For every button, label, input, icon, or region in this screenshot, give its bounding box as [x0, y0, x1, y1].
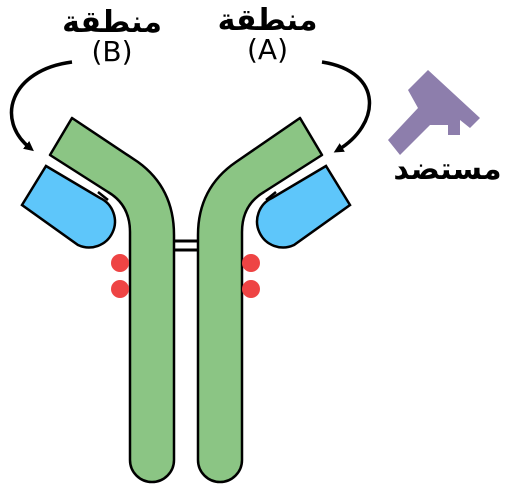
disulfide-dot-right-bottom [242, 280, 260, 298]
arrow-region-a [321, 60, 372, 153]
arrow-region-b [9, 60, 73, 152]
disulfide-dot-right-top [242, 254, 260, 272]
region-b-letter: (B) [91, 35, 133, 68]
light-chain-left [20, 164, 117, 249]
heavy-chain-left [48, 116, 176, 484]
light-chain-right [255, 164, 352, 249]
disulfide-dot-left-bottom [111, 280, 129, 298]
region-a-label: منطقة (A) [205, 6, 330, 64]
light-chain-link-right [265, 191, 277, 201]
heavy-chain-right [196, 116, 324, 484]
region-a-letter: (A) [246, 33, 288, 66]
region-b-label: منطقة (B) [52, 8, 172, 66]
region-b-word: منطقة [62, 5, 162, 40]
antigen-shape [388, 70, 480, 155]
light-chain-link-left [97, 191, 109, 201]
antigen-label: مستضد [393, 152, 502, 187]
region-a-word: منطقة [217, 3, 318, 38]
disulfide-dot-left-top [111, 254, 129, 272]
